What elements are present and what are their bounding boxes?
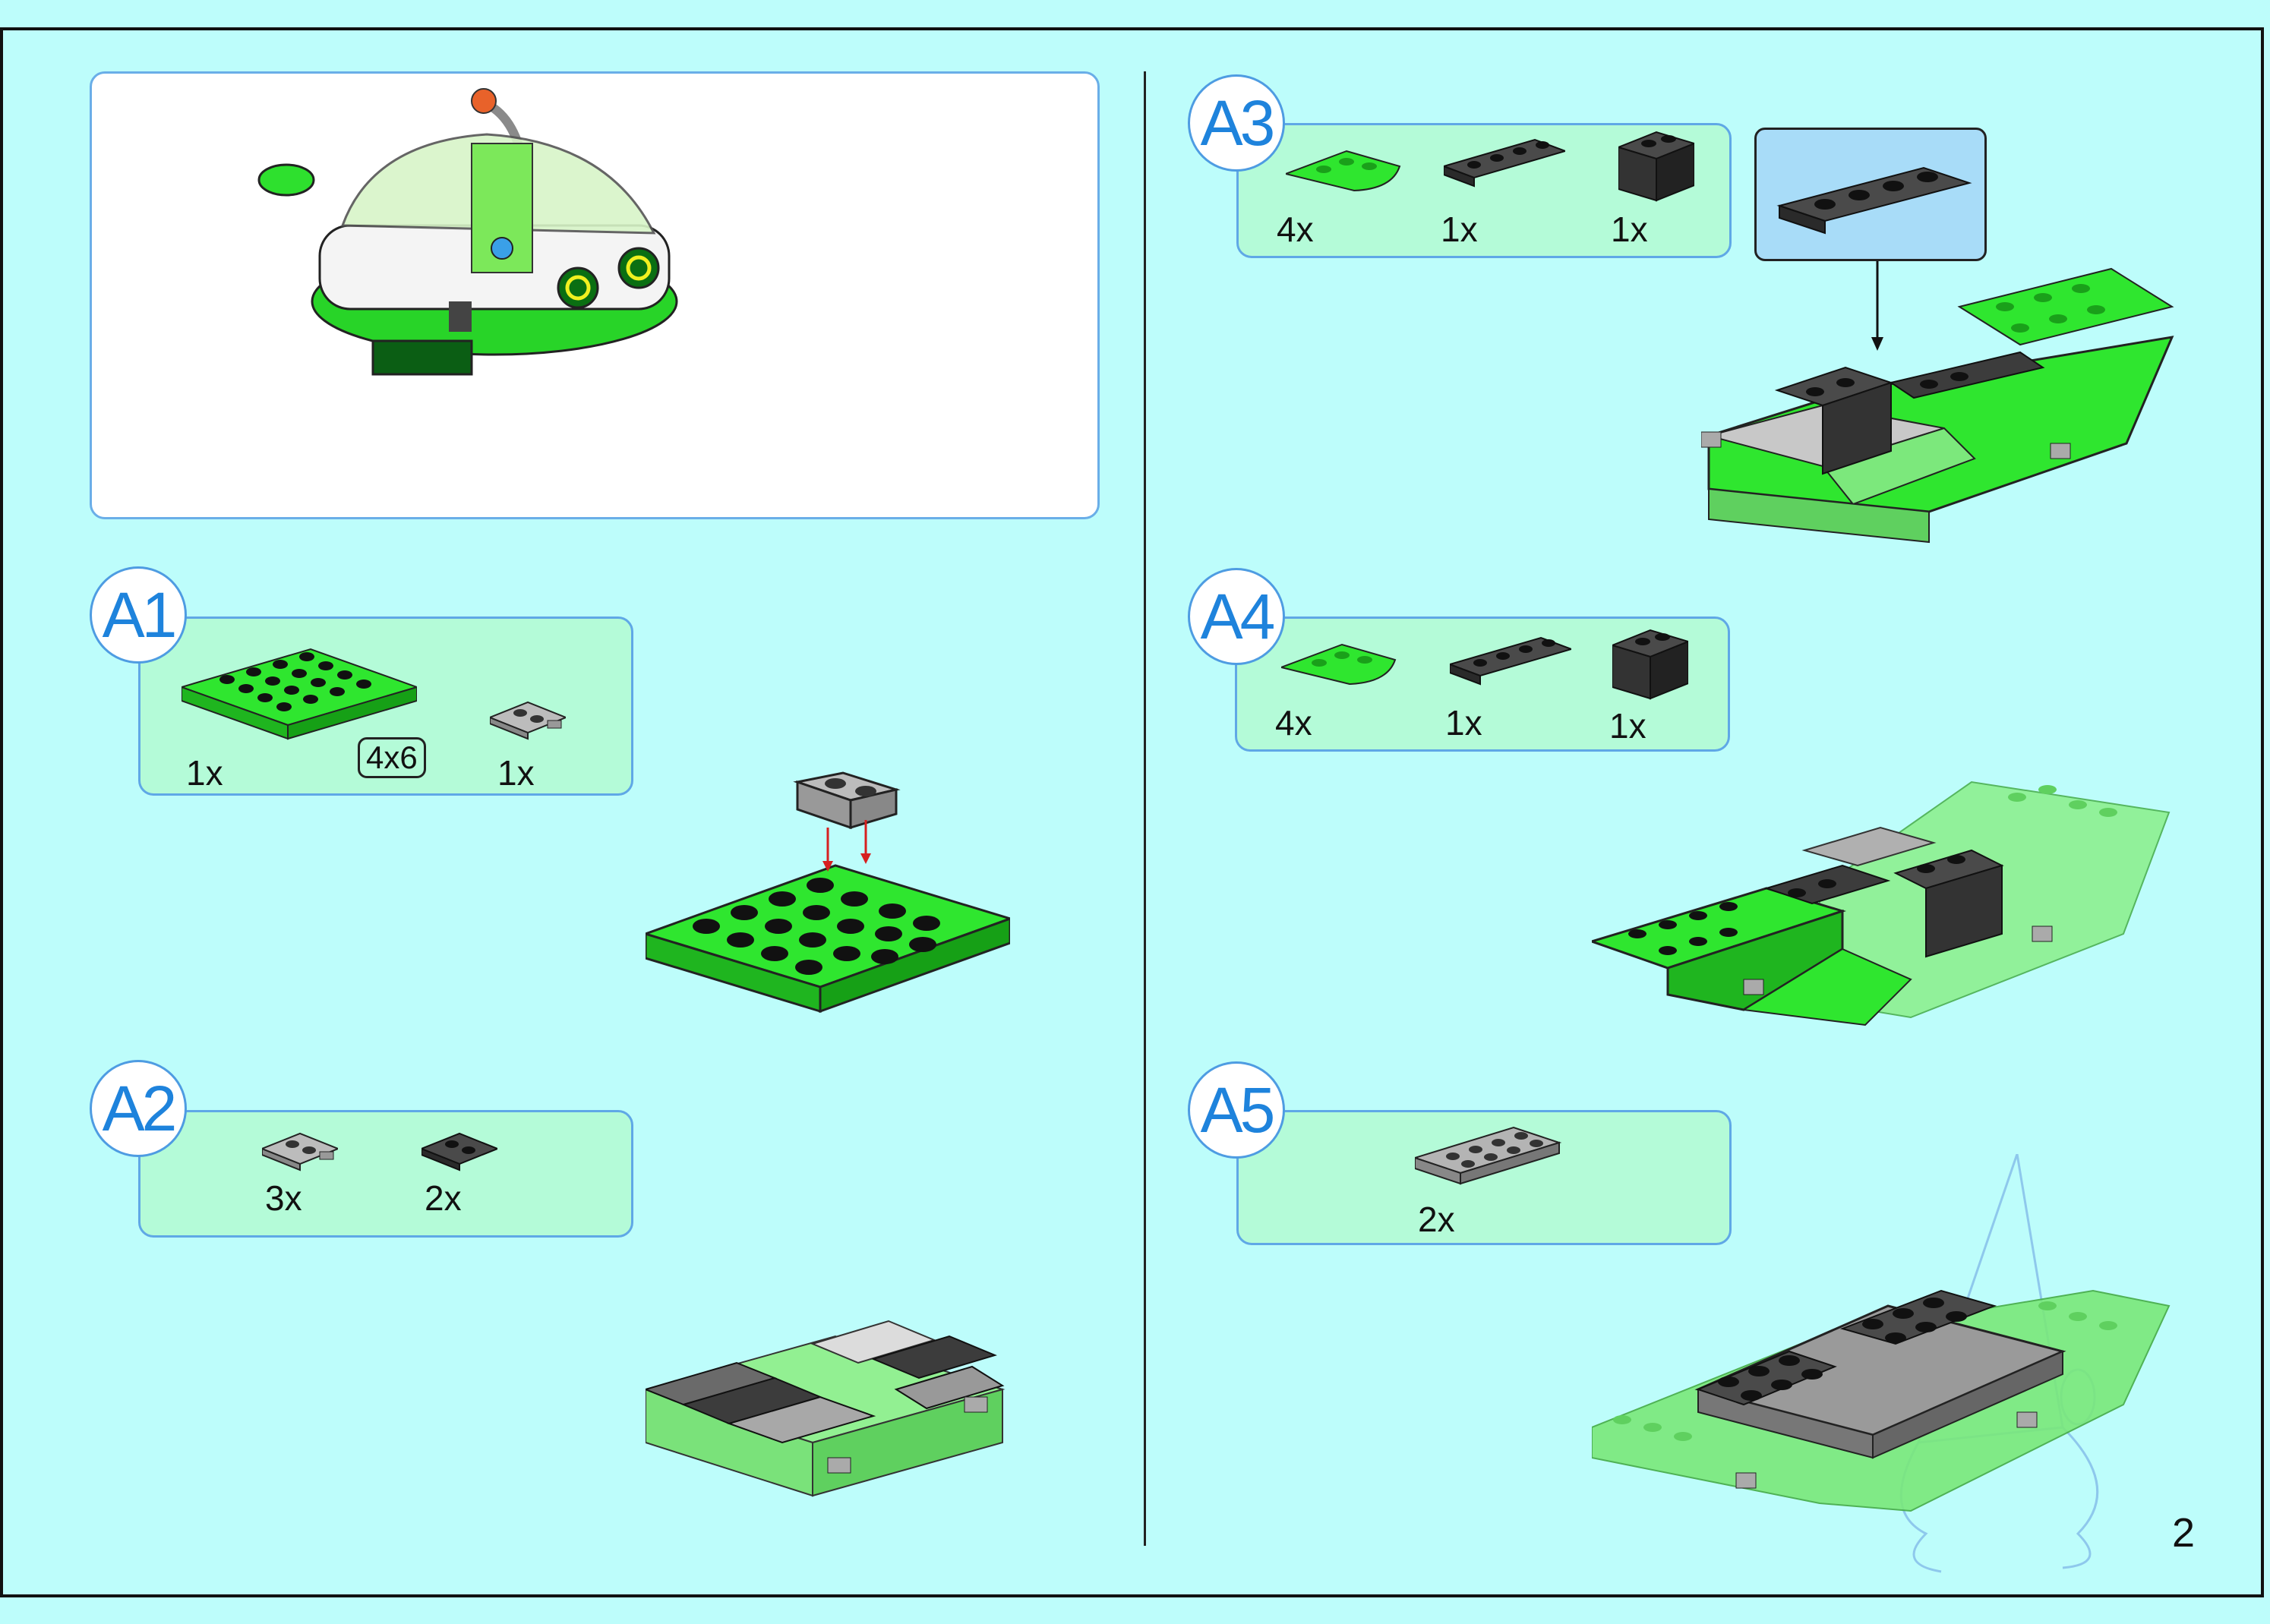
dark-gray-brick-1x2-icon	[1618, 128, 1694, 204]
step-a1-parts-panel: 4x6 1x 1x	[138, 616, 633, 796]
page-frame	[0, 27, 2264, 1597]
submarine-model-icon	[257, 88, 678, 376]
dark-gray-plate-1x4-icon	[1776, 166, 1972, 235]
quantity-label: 1x	[186, 753, 223, 793]
quantity-label: 1x	[1611, 210, 1648, 249]
dark-gray-plate-1x2-icon	[421, 1126, 497, 1171]
step-a2-parts-panel: 3x 2x	[138, 1110, 633, 1238]
gray-plate-2x4-icon	[1415, 1120, 1567, 1196]
step-a3-assembly	[1701, 261, 2187, 550]
green-plate-4x6-icon	[182, 626, 417, 748]
column-divider	[1144, 71, 1146, 1546]
step-a3-callout	[1754, 128, 1987, 261]
step-a3-parts-panel: 4x 1x 1x	[1236, 123, 1732, 258]
step-badge-a5: A5	[1188, 1061, 1285, 1159]
quantity-label: 4x	[1277, 210, 1314, 249]
quantity-label: 1x	[1441, 210, 1478, 249]
step-badge-a2: A2	[90, 1060, 187, 1157]
green-curved-wedge-plate-icon	[1286, 143, 1407, 197]
step-a5-assembly	[1592, 1154, 2184, 1579]
finished-model-preview	[90, 71, 1100, 519]
step-badge-a1: A1	[90, 566, 187, 664]
quantity-label: 2x	[1418, 1200, 1455, 1239]
quantity-label: 4x	[1275, 703, 1312, 743]
size-callout-4x6: 4x6	[358, 737, 426, 778]
dark-gray-plate-1x4-icon	[1444, 136, 1565, 189]
quantity-label: 3x	[265, 1178, 302, 1218]
light-gray-clip-plate-icon	[262, 1126, 338, 1171]
step-badge-a4: A4	[1188, 568, 1285, 665]
step-a4-assembly	[1592, 752, 2177, 1040]
step-a4-parts-panel: 4x 1x 1x	[1235, 616, 1730, 752]
quantity-label: 1x	[497, 753, 535, 793]
green-curved-wedge-plate-icon	[1281, 637, 1403, 690]
quantity-label: 1x	[1445, 703, 1482, 743]
step-a1-assembly	[646, 767, 1010, 1040]
gray-clip-plate-icon	[490, 695, 566, 740]
quantity-label: 1x	[1609, 706, 1646, 746]
dark-gray-plate-1x4-icon	[1450, 634, 1571, 687]
page-number: 2	[2172, 1510, 2196, 1556]
step-a5-parts-panel: 2x	[1236, 1110, 1732, 1245]
step-a2-assembly	[646, 1306, 1010, 1511]
dark-gray-brick-1x2-icon	[1612, 626, 1688, 702]
quantity-label: 2x	[425, 1178, 462, 1218]
step-badge-a3: A3	[1188, 74, 1285, 172]
